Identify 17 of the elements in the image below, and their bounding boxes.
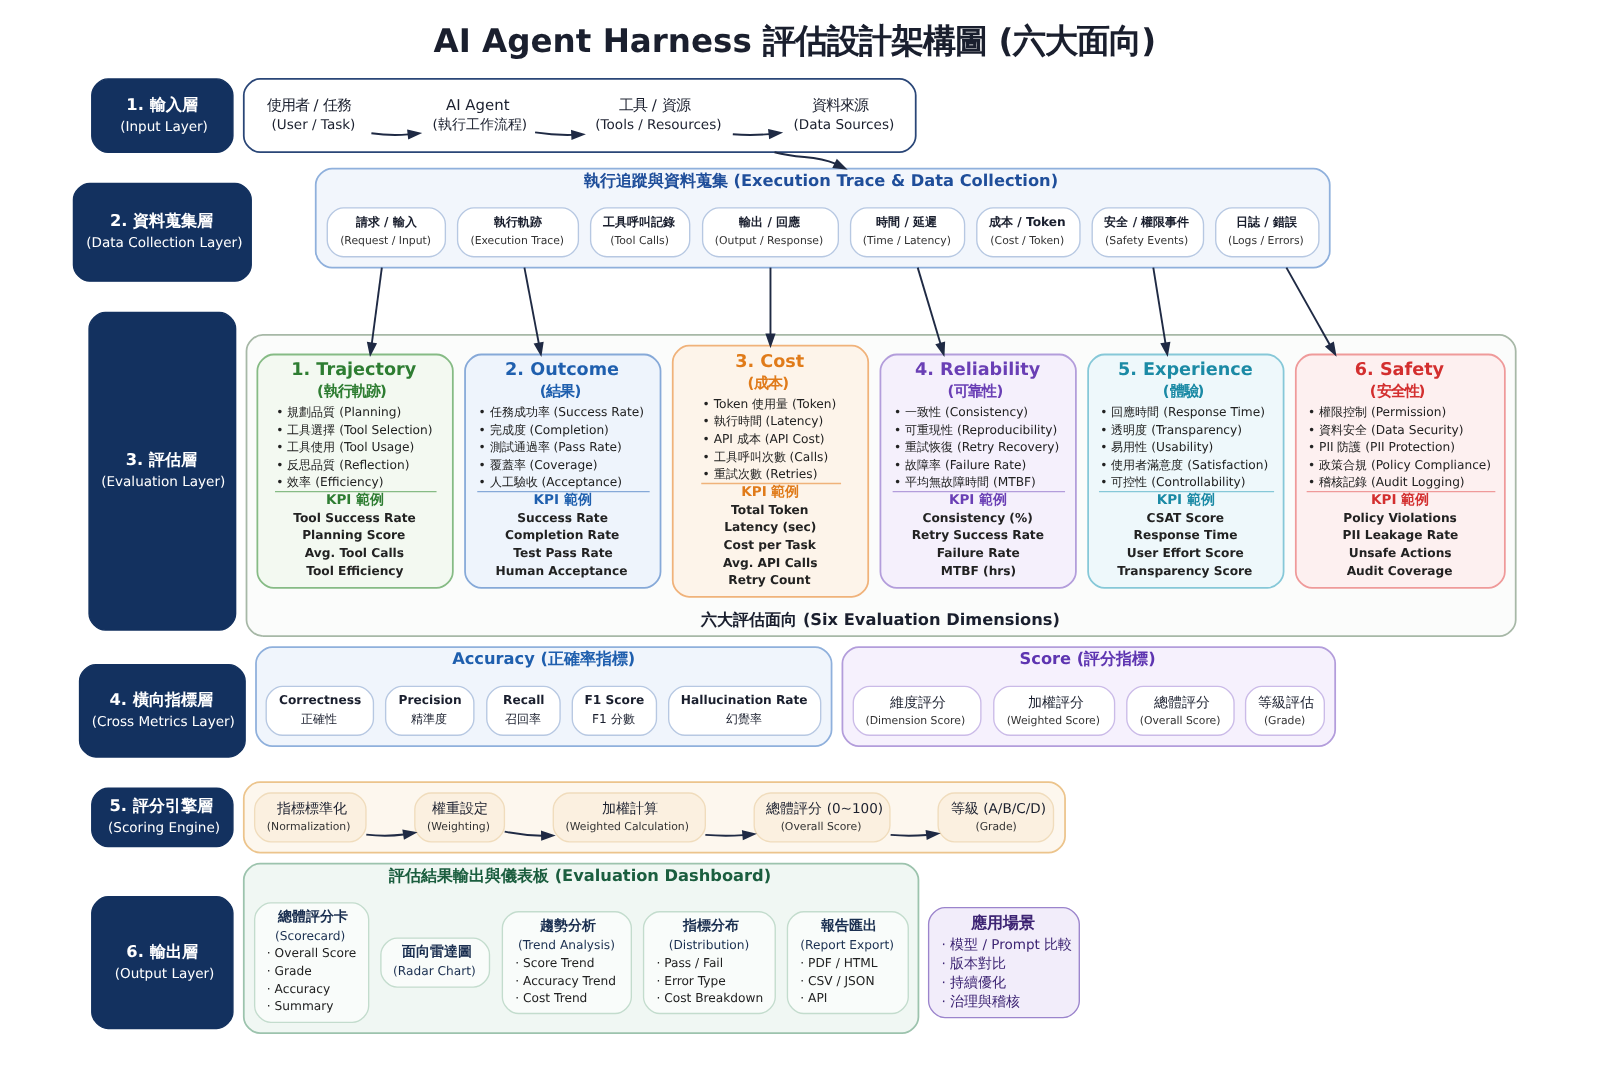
arrow: [370, 129, 423, 140]
arrow: [765, 266, 776, 349]
diagram-title: AI Agent Harness 評估設計架構圖 (六大面向): [433, 22, 1157, 61]
arrow: [1285, 266, 1337, 357]
arrow: [704, 830, 757, 841]
cluster: [242, 78, 917, 154]
arrow: [365, 829, 418, 840]
arrow: [523, 266, 544, 358]
arrow: [889, 829, 941, 841]
cluster: [242, 781, 1066, 854]
arrow: [731, 129, 784, 140]
arrow: [773, 151, 848, 170]
arrow: [534, 129, 586, 141]
arrow: [366, 266, 383, 358]
arrow: [503, 830, 556, 841]
arrow: [916, 266, 946, 357]
arrow: [1152, 266, 1171, 358]
